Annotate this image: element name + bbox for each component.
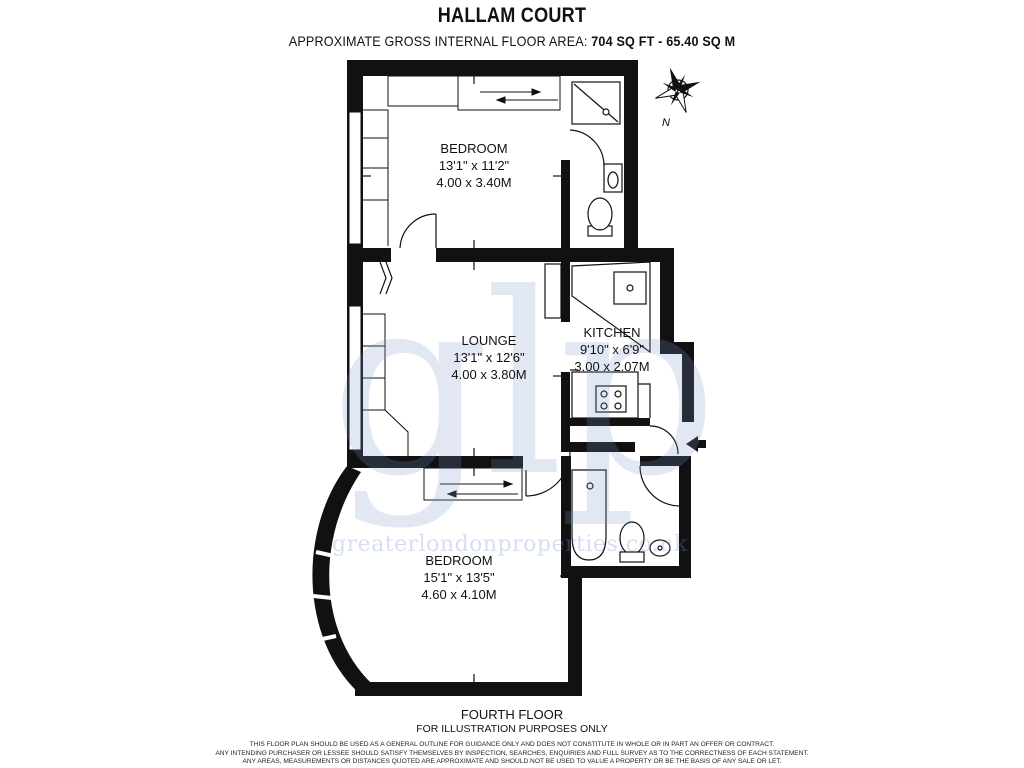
room-dim-imperial: 9'10" x 6'9" xyxy=(579,342,645,357)
outer-walls xyxy=(347,60,694,696)
entrance-arrow xyxy=(686,436,706,452)
wardrobe xyxy=(387,75,561,111)
disclaimer-line: ANY INTENDING PURCHASER OR LESSEE SHOULD… xyxy=(215,749,809,757)
room-label-kitchen: KITCHEN 9'10" x 6'9" 3.00 x 2.07M xyxy=(574,324,649,375)
disclaimer-line: ANY AREAS, MEASUREMENTS OR DISTANCES QUO… xyxy=(242,758,782,766)
room-dim-imperial: 15'1" x 13'5" xyxy=(423,570,495,585)
room-name: KITCHEN xyxy=(583,325,641,340)
room-name: LOUNGE xyxy=(461,333,517,348)
hall-doors xyxy=(525,425,681,507)
bathroom-1-fixtures xyxy=(569,81,623,237)
room-dim-metric: 3.00 x 2.07M xyxy=(574,359,650,374)
left-windows xyxy=(348,111,362,451)
room-label-bedroom-1: BEDROOM 13'1" x 11'2" 4.00 x 3.40M xyxy=(436,140,511,191)
plan-title: HALLAM COURT xyxy=(437,4,587,27)
room-dim-metric: 4.00 x 3.40M xyxy=(436,175,512,190)
disclaimer: THIS FLOOR PLAN SHOULD BE USED AS A GENE… xyxy=(0,741,1024,767)
room-dim-imperial: 13'1" x 12'6" xyxy=(453,350,525,365)
curved-window-frames xyxy=(312,550,337,642)
room-dim-imperial: 13'1" x 11'2" xyxy=(438,158,510,173)
dimension-ticks xyxy=(363,76,578,682)
floor-area-line: APPROXIMATE GROSS INTERNAL FLOOR AREA: 7… xyxy=(51,33,973,49)
floor-area-prefix: APPROXIMATE GROSS INTERNAL FLOOR AREA: xyxy=(288,33,592,49)
room-label-bedroom-2: BEDROOM 15'1" x 13'5" 4.60 x 4.10M xyxy=(421,552,496,603)
bedroom-2-wardrobe xyxy=(423,467,523,501)
compass-rose xyxy=(655,67,701,113)
floor-area-value: 704 SQ FT - 65.40 SQ M xyxy=(591,33,736,49)
disclaimer-line: THIS FLOOR PLAN SHOULD BE USED AS A GENE… xyxy=(249,741,775,748)
floor-label: FOURTH FLOOR xyxy=(460,707,564,722)
bedroom-1-door xyxy=(399,213,437,249)
kitchen-fixtures xyxy=(544,261,651,419)
bathroom-2-fixtures xyxy=(571,469,671,563)
lounge-doors xyxy=(379,261,393,295)
room-dim-metric: 4.60 x 4.10M xyxy=(421,587,497,602)
room-label-lounge: LOUNGE 13'1" x 12'6" 4.00 x 3.80M xyxy=(451,332,526,383)
window-bays xyxy=(363,109,409,456)
room-name: BEDROOM xyxy=(440,141,508,156)
illustration-note: FOR ILLUSTRATION PURPOSES ONLY xyxy=(416,723,608,735)
curved-wall xyxy=(312,466,372,694)
room-dim-metric: 4.00 x 3.80M xyxy=(451,367,527,382)
room-name: BEDROOM xyxy=(425,553,493,568)
compass-north-label: N xyxy=(662,117,670,129)
